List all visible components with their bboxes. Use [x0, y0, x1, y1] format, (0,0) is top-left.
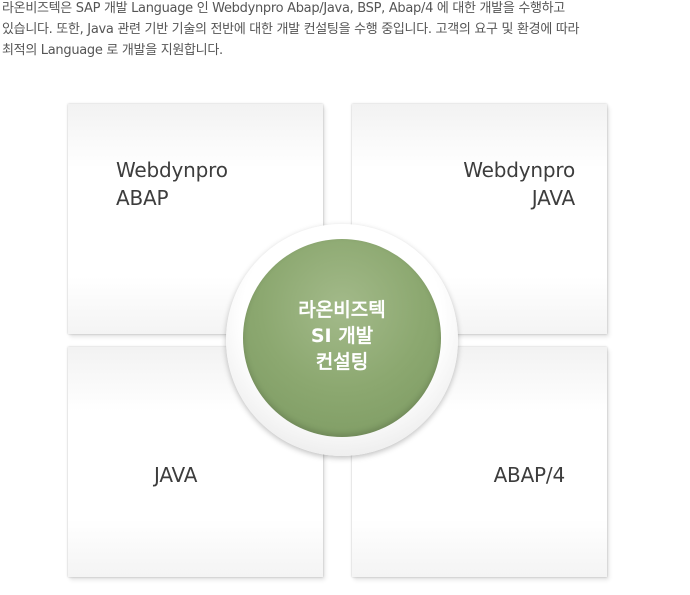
quadrant-label-line: JAVA	[531, 186, 575, 210]
quadrant-label-line: Webdynpro	[463, 158, 575, 182]
quadrant-label: JAVA	[154, 461, 197, 489]
quadrant-label-line: JAVA	[154, 463, 198, 487]
quadrant-label-line: ABAP/4	[493, 463, 566, 487]
center-label: 라온비즈텍 SI 개발 컨설팅	[243, 297, 441, 375]
center-label-line: SI 개발	[310, 325, 374, 347]
quadrant-label: ABAP/4	[493, 461, 566, 489]
center-label-line: 라온비즈텍	[298, 299, 386, 321]
intro-line-1: 라온비즈텍은 SAP 개발 Language 인 Webdynpro Abap/…	[2, 1, 565, 16]
intro-line-2: 있습니다. 또한, Java 관련 기반 기술의 전반에 대한 개발 컨설팅을 …	[2, 22, 580, 37]
quadrant-label-line: Webdynpro	[116, 158, 228, 182]
center-circle: 라온비즈텍 SI 개발 컨설팅	[243, 239, 441, 437]
quadrant-label: Webdynpro JAVA	[463, 156, 575, 212]
quadrant-label-line: ABAP	[116, 186, 169, 210]
intro-line-3: 최적의 Language 로 개발을 지원합니다.	[2, 43, 223, 58]
quadrant-webdynpro-abap: Webdynpro ABAP	[68, 104, 323, 334]
center-label-line: 컨설팅	[315, 351, 369, 373]
intro-text: 라온비즈텍은 SAP 개발 Language 인 Webdynpro Abap/…	[2, 0, 686, 61]
quadrant-label: Webdynpro ABAP	[116, 156, 228, 212]
